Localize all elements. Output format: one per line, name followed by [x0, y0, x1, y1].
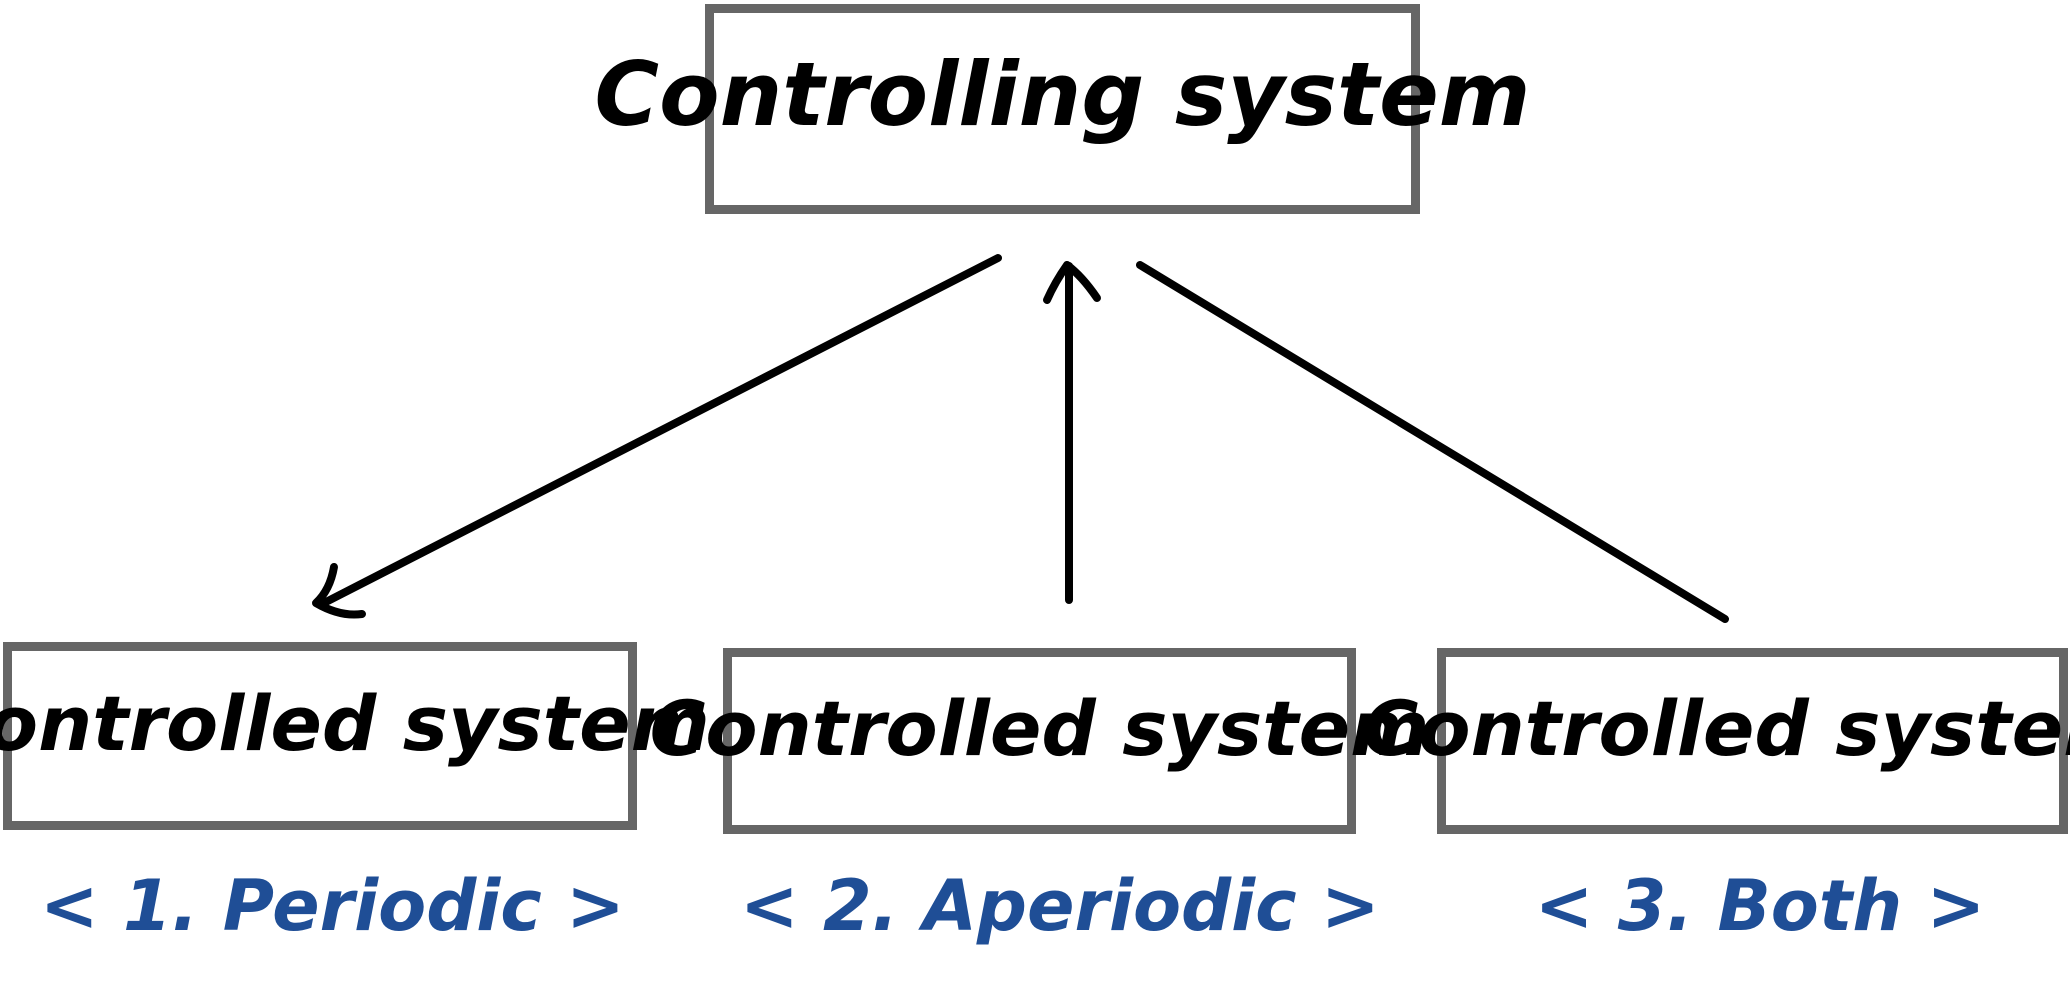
controlled-system-box-aperiodic: Controlled system [650, 648, 1429, 834]
arrowhead-aperiodic-icon [1043, 261, 1101, 304]
caption-both: < 3. Both > [1534, 865, 1986, 947]
edge-to-both [1136, 261, 1729, 623]
controlled-system-box-both: Controlled system [1363, 648, 2070, 834]
controlled-system-label-periodic: Controlled system [0, 679, 710, 768]
controlling-system-box: Controlling system [595, 4, 1530, 214]
controlled-system-label-aperiodic: Controlled system [649, 684, 1430, 773]
controlling-system-label: Controlling system [594, 42, 1531, 146]
controlled-system-box-periodic: Controlled system [0, 642, 710, 830]
controlled-system-label-both: Controlled system [1362, 684, 2070, 773]
arrowhead-periodic-icon [312, 563, 366, 619]
edge-to-periodic [318, 254, 1002, 608]
caption-aperiodic: < 2. Aperiodic > [740, 865, 1380, 947]
caption-periodic: < 1. Periodic > [40, 865, 625, 947]
